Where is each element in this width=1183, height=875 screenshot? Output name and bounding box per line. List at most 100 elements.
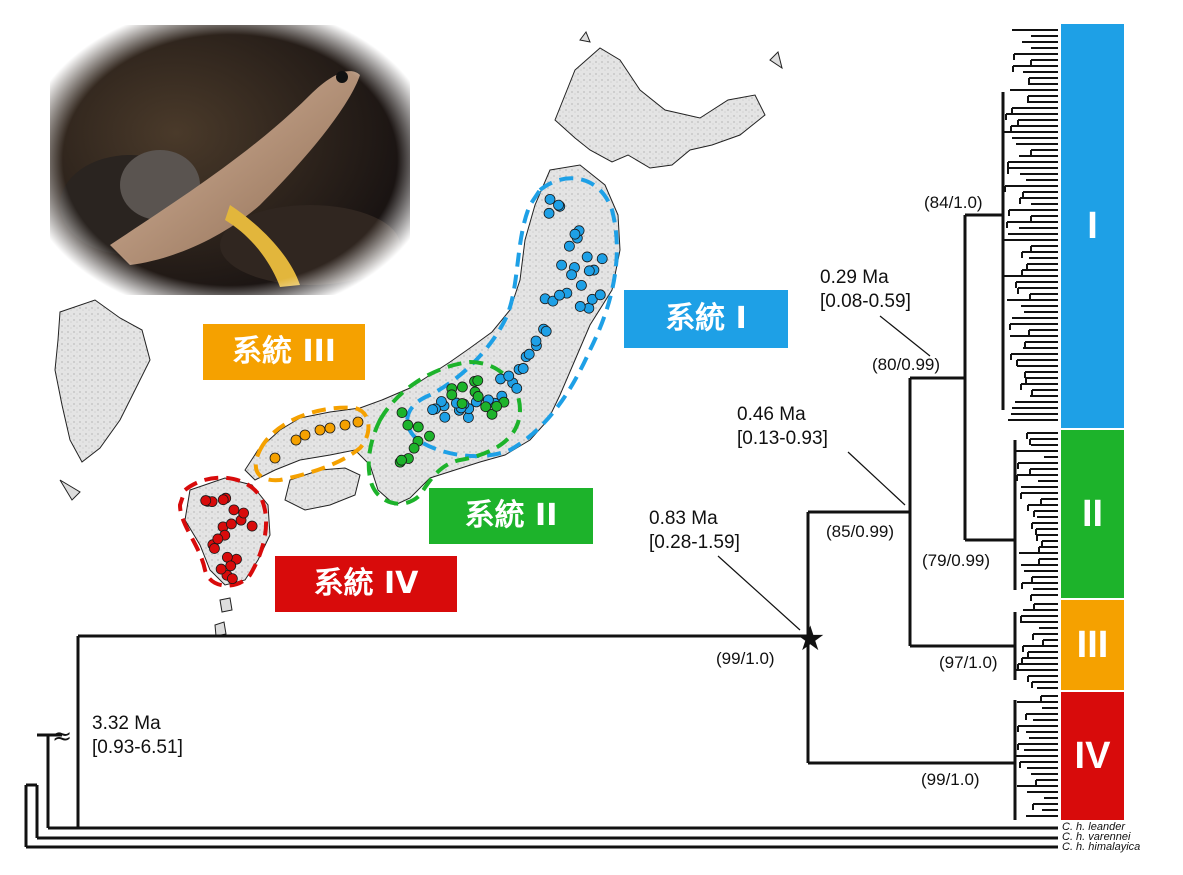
lineage-label-III: 系統 III (203, 324, 365, 380)
sample-point (486, 408, 498, 420)
node-support-label: (85/0.99) (826, 522, 895, 541)
divergence-ci: [0.93-6.51] (92, 737, 183, 758)
clade-label: IV (1074, 734, 1111, 777)
sample-point (225, 518, 237, 530)
clade-label: II (1081, 492, 1104, 535)
sample-point (576, 279, 587, 291)
sample-point (424, 430, 435, 442)
fish-photo-icon (50, 25, 410, 295)
sample-point (544, 193, 556, 205)
lineage-IV-region (177, 475, 269, 588)
sample-points-lineage-III (269, 416, 364, 464)
lineage-label-I: 系統 I (624, 290, 788, 348)
sample-point (540, 325, 552, 337)
sample-point (543, 207, 555, 219)
sample-point (554, 289, 565, 301)
node-support-label: (97/1.0) (939, 653, 998, 672)
sample-point (246, 520, 258, 532)
sample-point (290, 434, 302, 446)
divergence-ci: [0.13-0.93] (737, 428, 828, 449)
shikoku-landmass (284, 467, 361, 511)
sample-point (352, 416, 364, 428)
sample-point (396, 407, 408, 419)
sample-point (339, 419, 351, 431)
clade-bar-II: II (1061, 430, 1124, 598)
lineage-label-text: 系統 II (464, 498, 558, 533)
sample-point (596, 253, 608, 265)
sample-point (402, 419, 414, 431)
outgroup-label: C. h. himalayica (1062, 841, 1141, 853)
sample-point (456, 398, 468, 409)
sample-point (472, 391, 484, 402)
clade-label: I (1087, 204, 1098, 247)
sample-point (472, 375, 484, 387)
sample-point (556, 259, 567, 271)
branch-break-icon: ≈ (52, 722, 72, 750)
lineage-I-region (405, 176, 619, 458)
sample-point (530, 335, 542, 347)
divergence-age: 3.32 Ma (92, 713, 161, 734)
sample-point (457, 381, 468, 393)
sample-point (200, 495, 212, 506)
sample-point (269, 452, 281, 464)
sample-point (594, 289, 606, 301)
node-support-label: (84/1.0) (924, 193, 983, 212)
sample-point (299, 429, 311, 441)
sample-point (563, 240, 575, 252)
divergence-time-label: 3.32 Ma [0.93-6.51] (92, 712, 183, 760)
sample-point (583, 265, 595, 277)
lineage-label-II: 系統 II (429, 488, 593, 544)
sample-point (217, 494, 229, 506)
clade-bar-III: III (1061, 600, 1124, 690)
divergence-age: 0.83 Ma (649, 508, 718, 529)
outgroup-label: C. h. varennei (1062, 831, 1131, 843)
sample-point (408, 442, 420, 454)
clade-bar-I: I (1061, 24, 1124, 428)
sample-point (503, 370, 515, 382)
divergence-ci: [0.08-0.59] (820, 291, 911, 312)
divergence-time-label: 0.83 Ma[0.28-1.59] (649, 507, 740, 555)
lineage-III-region (253, 405, 371, 483)
sample-point (436, 396, 447, 407)
sample-point (446, 389, 458, 401)
sample-point (581, 251, 593, 263)
sample-point (396, 454, 407, 466)
sample-point (412, 421, 424, 433)
tree-tip-branches (1003, 29, 1058, 817)
outgroup-label: C. h. leander (1062, 821, 1125, 833)
sample-point (491, 400, 503, 412)
divergence-age: 0.29 Ma (820, 267, 889, 288)
sample-point (226, 573, 238, 585)
sample-point (553, 199, 564, 211)
korea-landmass (54, 299, 151, 463)
lineage-label-text: 系統 I (665, 301, 747, 336)
sample-points-lineage-II (394, 375, 510, 468)
sample-point (511, 382, 523, 394)
sample-point (586, 293, 598, 305)
lineage-II-region (366, 359, 523, 506)
sample-point (209, 543, 220, 554)
lineage-label-IV: 系統 IV (275, 556, 457, 612)
node-support-label: (80/0.99) (872, 355, 941, 374)
sample-point (324, 422, 336, 434)
node-support-label: (99/1.0) (921, 770, 980, 789)
clade-bar-IV: IV (1061, 692, 1124, 820)
sample-point (523, 348, 535, 360)
tree-backbone (24, 92, 1058, 849)
honshu-landmass (244, 164, 621, 506)
divergence-age: 0.46 Ma (737, 404, 806, 425)
clade-label: III (1076, 623, 1109, 666)
lineage-label-text: 系統 IV (313, 566, 419, 601)
lineage-label-text: 系統 III (232, 334, 336, 369)
sample-point (427, 404, 438, 416)
sample-point (566, 269, 577, 281)
sample-point (574, 301, 586, 312)
sample-point (215, 563, 227, 575)
node-support-label: (79/0.99) (922, 551, 991, 570)
star-icon: ★ (795, 619, 825, 659)
divergence-time-label: 0.46 Ma [0.13-0.93] (737, 403, 828, 451)
sample-point (228, 504, 240, 516)
